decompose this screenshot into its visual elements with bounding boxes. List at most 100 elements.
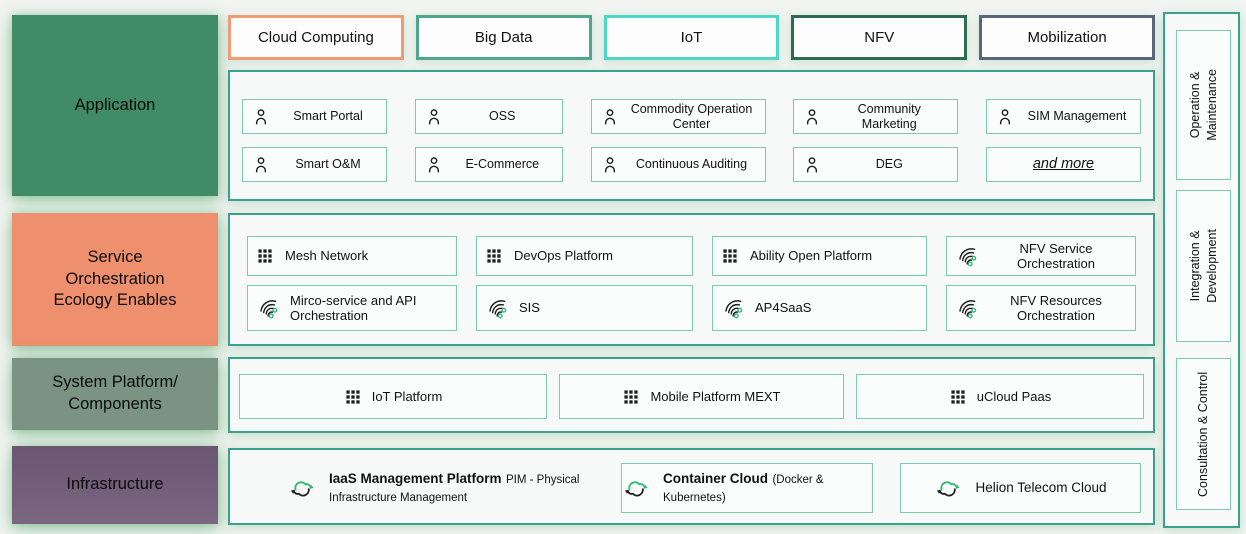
infra-item-helion-telecom-cloud: Helion Telecom Cloud bbox=[900, 463, 1141, 513]
svc-item-devops-platform: DevOps Platform bbox=[476, 236, 693, 276]
app-item-community-marketing: Community Marketing bbox=[793, 99, 959, 134]
item-label: SIM Management bbox=[1027, 109, 1127, 124]
side-panel-text: Integration & Development bbox=[1187, 229, 1221, 303]
layer-label-text: Components bbox=[68, 395, 162, 413]
layer-label-application: Application bbox=[12, 15, 218, 196]
infra-item-text: Helion Telecom Cloud bbox=[975, 479, 1106, 497]
item-label: Mobile Platform MEXT bbox=[650, 388, 781, 404]
grid-icon bbox=[721, 247, 739, 265]
svc-item-mirco-service-api-orchestration: Mirco-service and API Orchestration bbox=[247, 285, 457, 331]
app-item-e-commerce: E-Commerce bbox=[414, 147, 563, 182]
person-icon bbox=[424, 107, 444, 127]
person-icon bbox=[251, 155, 271, 175]
item-label: DEG bbox=[875, 157, 903, 172]
item-label: IoT Platform bbox=[371, 388, 443, 404]
tab-iot: IoT bbox=[603, 15, 780, 60]
layer-label-text: System Platform/ bbox=[52, 373, 178, 392]
item-label: uCloud Paas bbox=[976, 388, 1052, 404]
tab-label: NFV bbox=[864, 29, 895, 46]
svc-item-nfv-resources-orchestration: NFV Resources Orchestration bbox=[946, 285, 1136, 331]
person-icon bbox=[802, 107, 822, 127]
person-icon bbox=[995, 107, 1015, 127]
layer-label-text: Orchestration bbox=[65, 269, 165, 288]
technology-tabs: Cloud Computing Big Data IoT NFV Mobiliz… bbox=[228, 15, 1155, 60]
swirl-icon bbox=[955, 297, 978, 320]
svc-item-sis: SIS bbox=[476, 285, 693, 331]
layer-label-service-orchestration: Service Orchestration Ecology Enables bbox=[12, 213, 218, 346]
infra-item-text: Container Cloud (Docker & Kubernetes) bbox=[663, 470, 872, 506]
tab-big-data: Big Data bbox=[415, 15, 592, 60]
cloud-sync-icon bbox=[622, 478, 650, 499]
app-item-oss: OSS bbox=[414, 99, 563, 134]
item-label: Mesh Network bbox=[285, 248, 369, 264]
grid-icon bbox=[949, 388, 967, 406]
tab-label: Mobilization bbox=[1027, 29, 1107, 46]
sys-item-ucloud-paas: uCloud Paas bbox=[856, 374, 1144, 419]
infra-item-title: Helion Telecom Cloud bbox=[975, 480, 1107, 495]
system-platform-container: IoT Platform Mobile Platform MEXT uCloud… bbox=[228, 357, 1155, 433]
service-orchestration-container: Mesh Network DevOps Platform Ability Ope… bbox=[228, 213, 1155, 346]
item-label: Smart O&M bbox=[295, 157, 361, 172]
tab-label: IoT bbox=[680, 29, 703, 46]
cloud-sync-icon bbox=[934, 478, 962, 499]
person-icon bbox=[251, 107, 271, 127]
side-panel-line: Consultation & Control bbox=[1196, 371, 1211, 497]
item-label: DevOps Platform bbox=[514, 248, 613, 264]
item-label: NFV Resources Orchestration bbox=[1010, 292, 1102, 323]
infra-item-text: IaaS Management Platform PIM - Physical … bbox=[329, 470, 594, 506]
infra-item-iaas-management-platform: IaaS Management Platform PIM - Physical … bbox=[242, 463, 594, 513]
sys-item-iot-platform: IoT Platform bbox=[239, 374, 547, 419]
app-item-commodity-operation-center: Commodity Operation Center bbox=[590, 99, 766, 134]
app-item-deg: DEG bbox=[793, 147, 959, 182]
item-label: Community Marketing bbox=[857, 101, 921, 131]
grid-icon bbox=[485, 247, 503, 265]
side-panel-line: Operation & bbox=[1187, 71, 1202, 139]
item-label: Continuous Auditing bbox=[635, 157, 748, 172]
tab-mobilization: Mobilization bbox=[979, 15, 1155, 60]
tab-nfv: NFV bbox=[791, 15, 968, 60]
tab-label: Big Data bbox=[474, 29, 533, 46]
right-side-panel: Operation & Maintenance Integration & De… bbox=[1163, 12, 1240, 528]
grid-icon bbox=[256, 247, 274, 265]
swirl-icon bbox=[256, 297, 279, 320]
person-icon bbox=[424, 155, 444, 175]
item-label: and more bbox=[1032, 155, 1095, 172]
infra-item-title: Container Cloud bbox=[663, 471, 768, 486]
app-item-and-more: and more bbox=[986, 147, 1141, 182]
svc-item-ap4saas: AP4SaaS bbox=[712, 285, 927, 331]
svc-item-ability-open-platform: Ability Open Platform bbox=[712, 236, 927, 276]
item-label: Mirco-service and API Orchestration bbox=[290, 292, 417, 323]
swirl-icon bbox=[485, 297, 508, 320]
layer-label-text: Infrastructure bbox=[66, 475, 164, 494]
layer-label-text: Ecology Enables bbox=[53, 291, 177, 310]
application-container: Smart Portal OSS Commodity Operation Cen… bbox=[228, 70, 1155, 201]
grid-icon bbox=[622, 388, 640, 406]
infra-item-container-cloud: Container Cloud (Docker & Kubernetes) bbox=[621, 463, 873, 513]
side-panel-operation-maintenance: Operation & Maintenance bbox=[1176, 30, 1231, 180]
person-icon bbox=[600, 107, 620, 127]
side-panel-consultation-control: Consultation & Control bbox=[1176, 358, 1231, 510]
cloud-sync-icon bbox=[288, 478, 316, 499]
side-panel-text: Operation & Maintenance bbox=[1187, 69, 1221, 141]
tab-cloud-computing: Cloud Computing bbox=[228, 15, 404, 60]
item-label: E-Commerce bbox=[465, 157, 540, 172]
side-panel-line: Integration & bbox=[1187, 230, 1202, 302]
infra-item-subtitle: (Docker & Kubernetes) bbox=[663, 474, 824, 504]
svc-item-mesh-network: Mesh Network bbox=[247, 236, 457, 276]
layer-label-text: Service bbox=[87, 247, 143, 266]
app-item-smart-om: Smart O&M bbox=[242, 147, 387, 182]
layer-label-text: Application bbox=[74, 95, 156, 114]
item-label: SIS bbox=[519, 300, 540, 316]
swirl-icon bbox=[955, 245, 978, 268]
side-panel-line: Maintenance bbox=[1204, 69, 1219, 141]
sys-item-mobile-platform-mext: Mobile Platform MEXT bbox=[559, 374, 844, 419]
layer-label-system-platform: System Platform/ Components bbox=[12, 358, 218, 430]
item-label: NFV Service Orchestration bbox=[1016, 240, 1096, 271]
person-icon bbox=[802, 155, 822, 175]
svc-item-nfv-service-orchestration: NFV Service Orchestration bbox=[946, 236, 1136, 276]
tab-label: Cloud Computing bbox=[257, 29, 374, 46]
app-item-smart-portal: Smart Portal bbox=[242, 99, 387, 134]
app-item-continuous-auditing: Continuous Auditing bbox=[590, 147, 766, 182]
item-label: Smart Portal bbox=[293, 109, 363, 124]
